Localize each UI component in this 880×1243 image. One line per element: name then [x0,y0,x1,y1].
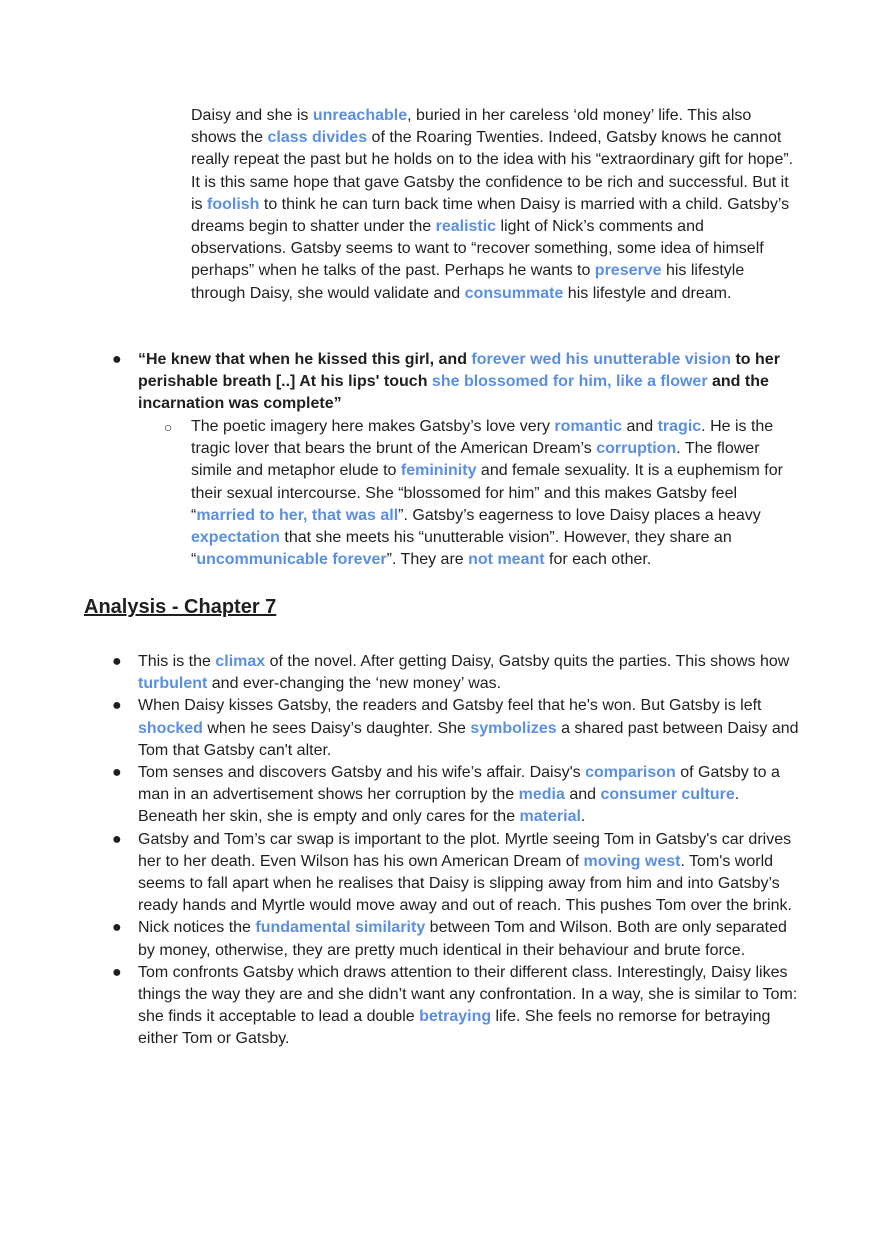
text-run: to think he can turn back time when Dais… [191,195,790,236]
highlighted-keyword: foolish [207,195,260,213]
text-run: life. She feels no remorse for betraying… [138,1008,771,1048]
text-run: This is the [138,653,216,670]
bullet-dot: ● [112,697,122,715]
highlighted-keyword: preserve [594,262,662,280]
bullet-dot: ● [112,653,122,670]
text-run: ”. They are [386,551,469,569]
highlighted-keyword: uncommunicable forever [196,551,387,569]
highlighted-keyword: not meant [468,551,545,569]
highlighted-keyword: femininity [400,462,477,480]
bullet-dot: ● [112,919,122,937]
highlighted-keyword: turbulent [138,675,208,693]
highlighted-keyword: forever wed his unutterable vision [471,351,732,368]
text-run: Tom senses and discovers Gatsby and his … [138,764,586,782]
text-run: light of Nick’s comments and observation… [191,218,764,280]
text-run: When Daisy kisses Gatsby, the readers an… [138,697,762,715]
text-run: a shared past between Daisy and Tom that… [138,719,799,759]
sub-bullet-circle: ○ [164,419,173,435]
highlighted-keyword: realistic [435,218,497,236]
text-run: for each other. [544,551,652,569]
highlighted-keyword: media [518,786,565,804]
analysis-item: ● Tom confronts Gatsby which draws atten… [112,962,802,1051]
text-run: to her perishable breath [..] At his lip… [138,351,780,391]
text-run: and the incarnation was complete” [138,373,769,413]
highlighted-keyword: material [519,808,581,826]
highlighted-keyword: consummate [464,284,564,302]
text-run: and female sexuality. It is a euphemism … [191,462,783,524]
text-run: Daisy and she is [191,107,313,124]
analysis-item: ● Gatsby and Tom’s car swap is important… [112,829,802,918]
bullet-dot: ● [112,963,122,981]
text-run: of Gatsby to a man in an advertisement s… [138,764,780,804]
analysis-item: ● Tom senses and discovers Gatsby and hi… [112,762,802,829]
sub-bullet-text: The poetic imagery here makes Gatsby’s l… [191,416,804,571]
highlighted-keyword: betraying [419,1008,492,1026]
highlighted-keyword: fundamental similarity [255,919,426,937]
text-run: “He knew that when he kissed this girl, … [138,351,472,368]
text-run: and ever-changing the ‘new money’ was. [207,675,502,693]
highlighted-keyword: comparison [585,764,676,782]
text-run: and [622,418,658,435]
highlighted-keyword: class divides [267,129,368,147]
bullet-dot: ● [112,351,122,368]
text-run: The poetic imagery here makes Gatsby’s l… [191,418,555,435]
text-run: of the Roaring Twenties. Indeed, Gatsby … [191,129,794,213]
text-run: Gatsby and Tom’s car swap is important t… [138,830,792,870]
analysis-item-text: This is the climax of the novel. After g… [138,653,789,692]
analysis-item: ● When Daisy kisses Gatsby, the readers … [112,695,802,762]
analysis-item-text: When Daisy kisses Gatsby, the readers an… [138,697,799,758]
text-run: . [580,808,586,826]
bullet-dot: ● [112,830,122,848]
text-run: when he sees Daisy’s daughter. She [202,719,471,737]
analysis-list: ● This is the climax of the novel. After… [112,651,802,1051]
bullet-dot: ● [112,764,122,782]
highlighted-keyword: symbolizes [470,719,557,737]
text-run: . Tom's world seems to fall apart when h… [138,852,792,915]
text-run: and [564,786,601,804]
text-run: his lifestyle through Daisy, she would v… [191,262,745,302]
text-run: that she meets his “unutterable vision”.… [191,529,732,569]
section-heading: Analysis - Chapter 7 [84,596,277,618]
text-run: , buried in her careless ‘old money’ lif… [191,107,752,147]
highlighted-keyword: moving west [583,852,681,870]
highlighted-keyword: expectation [191,529,280,547]
analysis-item-text: Gatsby and Tom’s car swap is important t… [138,831,792,915]
text-run: . The flower simile and metaphor elude t… [191,440,760,480]
text-run: his lifestyle and dream. [563,284,732,302]
text-run: ”. Gatsby’s eagerness to love Daisy plac… [398,506,761,524]
text-run: Nick notices the [138,919,256,937]
highlighted-keyword: consumer culture [600,786,735,804]
quote-text: “He knew that when he kissed this girl, … [138,349,802,416]
text-run: of the novel. After getting Daisy, Gatsb… [265,653,790,670]
continuation-paragraph: Daisy and she is unreachable, buried in … [191,105,801,305]
text-run: . Beneath her skin, she is empty and onl… [138,786,740,826]
analysis-item: ● Nick notices the fundamental similarit… [112,917,802,961]
text-run: between Tom and Wilson. Both are only se… [138,919,787,959]
analysis-item-text: Tom senses and discovers Gatsby and his … [138,764,780,825]
highlighted-keyword: climax [215,653,266,670]
analysis-item-text: Nick notices the fundamental similarity … [138,919,787,958]
highlighted-keyword: shocked [138,719,203,737]
highlighted-keyword: romantic [554,418,622,435]
text-run: Tom confronts Gatsby which draws attenti… [138,963,798,1026]
analysis-item-text: Tom confronts Gatsby which draws attenti… [138,964,797,1048]
highlighted-keyword: married to her, that was all [196,506,399,524]
analysis-item: ● This is the climax of the novel. After… [112,651,802,695]
highlighted-keyword: she blossomed for him, like a flower [431,373,708,391]
highlighted-keyword: tragic [657,418,702,435]
highlighted-keyword: unreachable [312,107,408,124]
highlighted-keyword: corruption [596,440,677,458]
text-run: . He is the tragic lover that bears the … [191,418,774,458]
